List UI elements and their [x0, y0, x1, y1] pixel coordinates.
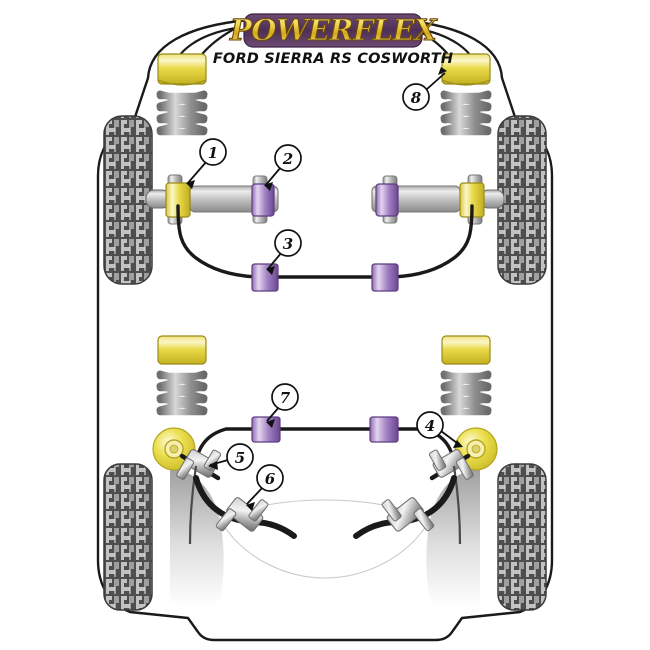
rear-spring-right: [440, 335, 492, 416]
tire-rear-right: [497, 463, 547, 611]
tire-rear-left: [103, 463, 153, 611]
callout-2[interactable]: 2: [264, 144, 302, 191]
front-spring-top-mount-left: [157, 53, 207, 85]
callout-1[interactable]: 1: [186, 138, 227, 189]
bush-5-rear-upper-arm-right: [428, 449, 474, 480]
callout-7-number: 7: [280, 389, 291, 407]
rear-spring-top-mount-right: [441, 335, 491, 365]
powerflex-logo: POWERFLEX FORD SIERRA RS COSWORTH: [213, 12, 453, 67]
callout-1-number: 1: [208, 144, 218, 162]
bush-6-rear-lower-arm-right: [381, 497, 435, 532]
bush-7-rear-arb-left: [251, 416, 281, 443]
bush-7-rear-arb-right: [369, 416, 399, 443]
callout-5[interactable]: 5: [208, 443, 254, 471]
logo-text: POWERFLEX: [229, 13, 438, 47]
callout-2-number: 2: [282, 150, 293, 168]
callout-7[interactable]: 7: [266, 383, 299, 428]
bush-2-front-wishbone-rear-right: [375, 175, 399, 224]
callout-4[interactable]: 4: [416, 411, 463, 448]
callout-6[interactable]: 6: [246, 464, 284, 511]
bush-3-front-arb-right: [371, 263, 399, 292]
front-wishbone-left: [145, 174, 279, 225]
callout-5-number: 5: [235, 449, 245, 467]
rear-suspension-left: [152, 427, 297, 545]
tire-front-left: [103, 115, 153, 285]
bush-2-front-wishbone-rear-left: [251, 175, 275, 224]
rear-suspension-right: [353, 427, 498, 545]
rear-spring-left: [156, 335, 208, 416]
callout-3-number: 3: [283, 235, 293, 253]
callout-3[interactable]: 3: [266, 229, 302, 275]
front-wishbone-right: [371, 174, 505, 225]
bush-5-rear-upper-arm-left: [176, 449, 222, 480]
front-spring-left: [156, 53, 208, 136]
callout-group: 1 2 3 4: [186, 67, 463, 511]
bush-1-front-wishbone-front-left: [165, 174, 191, 225]
callout-8-number: 8: [411, 89, 422, 107]
logo-plate: [243, 13, 423, 48]
callout-8[interactable]: 8: [402, 67, 447, 111]
tire-front-right: [497, 115, 547, 285]
logo-subtitle: FORD SIERRA RS COSWORTH: [213, 51, 453, 67]
front-spring-right: [440, 53, 492, 136]
rear-anti-roll-bar: [194, 416, 456, 466]
callout-4-number: 4: [425, 417, 435, 435]
callout-6-number: 6: [265, 470, 276, 488]
rear-spring-top-mount-left: [157, 335, 207, 365]
rear-wheel-arch-shading: [170, 468, 480, 606]
